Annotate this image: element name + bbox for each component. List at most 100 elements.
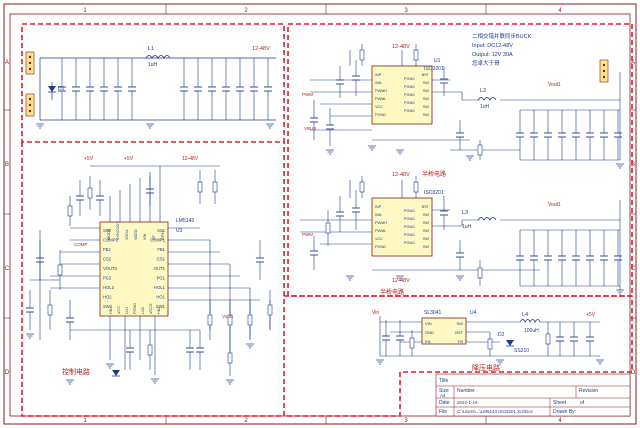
buck-b-cap-6[interactable]	[600, 230, 608, 286]
gate-cap-6[interactable]	[336, 196, 344, 232]
stepdown-cap-3[interactable]	[570, 322, 578, 356]
control-resistor-11[interactable]	[147, 330, 153, 370]
buck-b-cap-3[interactable]	[558, 230, 566, 286]
control-circuit-label: 控制电路	[62, 367, 90, 376]
control-resistor-7[interactable]	[227, 300, 233, 340]
gate-cap-10[interactable]	[456, 240, 464, 270]
stepdown-cap-0[interactable]	[382, 320, 390, 356]
stepdown-resistor-0[interactable]	[409, 330, 415, 356]
gate-cap-2[interactable]	[310, 100, 318, 140]
control-cap-4[interactable]	[26, 290, 34, 330]
buck-b-cap-7[interactable]	[614, 230, 622, 286]
gate-resistor-4[interactable]	[477, 140, 483, 160]
control-cap-8[interactable]	[196, 330, 204, 370]
u1-mid-pin-4: PGND	[404, 109, 415, 113]
control-cap-1[interactable]	[96, 180, 104, 216]
control-resistor-4[interactable]	[57, 250, 63, 290]
gate-cap-1[interactable]	[352, 60, 360, 96]
gate-resistor-1[interactable]	[413, 44, 419, 66]
buck-a-cap-1[interactable]	[530, 110, 538, 160]
control-cap-7[interactable]	[186, 330, 194, 370]
diode-d3[interactable]	[112, 370, 120, 377]
input-connector-2[interactable]	[25, 93, 35, 117]
control-resistor-9[interactable]	[267, 290, 273, 330]
diode-d2[interactable]: D2 SS210	[498, 332, 529, 354]
inductor-l3[interactable]: L3 1uH	[462, 210, 497, 230]
filter-cap-1[interactable]	[72, 58, 80, 120]
col-label-4-bottom: 4	[558, 418, 562, 424]
buck-b-cap-5[interactable]	[586, 230, 594, 286]
filter-cap-11[interactable]	[250, 58, 258, 120]
controller-u3[interactable]: LM5143 U3	[99, 218, 194, 317]
stepdown-cap-2[interactable]	[556, 322, 564, 356]
half-bridge-u2[interactable]: ISO3201	[371, 190, 444, 257]
output-connector[interactable]	[599, 59, 609, 83]
buck-a-cap-0[interactable]	[516, 110, 524, 160]
filter-cap-7[interactable]	[194, 58, 202, 120]
filter-cap-5[interactable]	[128, 58, 136, 120]
u2-mid-pin-1: PGND	[404, 217, 415, 221]
buck-a-cap-6[interactable]	[600, 110, 608, 160]
control-cap-5[interactable]	[66, 300, 74, 340]
stepdown-cap-1[interactable]	[396, 320, 404, 356]
control-resistor-2[interactable]	[197, 170, 203, 204]
ground-symbol-8	[368, 145, 376, 151]
control-resistor-6[interactable]	[207, 300, 213, 340]
control-resistor-3[interactable]	[212, 170, 218, 204]
control-cap-2[interactable]	[146, 176, 154, 206]
filter-cap-0[interactable]	[58, 58, 66, 120]
gate-cap-3[interactable]	[326, 108, 334, 146]
gate-cap-4[interactable]	[440, 66, 448, 96]
control-resistor-0[interactable]	[67, 196, 73, 226]
buck-wiring	[300, 50, 621, 290]
buck-b-cap-2[interactable]	[544, 230, 552, 286]
filter-cap-6[interactable]	[180, 58, 188, 120]
filter-cap-10[interactable]	[236, 58, 244, 120]
filter-cap-2[interactable]	[86, 58, 94, 120]
stepdown-resistor-1[interactable]	[487, 332, 493, 356]
gate-cap-7[interactable]	[352, 190, 360, 230]
inductor-l4[interactable]: L4 100uH	[519, 312, 541, 334]
control-resistor-1[interactable]	[87, 176, 93, 210]
buck-a-cap-7[interactable]	[614, 110, 622, 160]
stepdown-resistor-2[interactable]	[545, 322, 551, 356]
control-resistor-8[interactable]	[247, 300, 253, 340]
buck-a-cap-5[interactable]	[586, 110, 594, 160]
buck-b-cap-4[interactable]	[572, 230, 580, 286]
buck-b-cap-1[interactable]	[530, 230, 538, 286]
gate-resistor-2[interactable]	[359, 176, 365, 198]
filter-cap-3[interactable]	[100, 58, 108, 120]
regulator-u4[interactable]: U4 SL3041	[421, 310, 477, 345]
inductor-l2[interactable]: L2 1uH	[477, 88, 497, 110]
filter-cap-8[interactable]	[208, 58, 216, 120]
control-resistor-5[interactable]	[47, 290, 53, 330]
control-resistor-10[interactable]	[227, 340, 233, 376]
ground-symbol-5	[226, 379, 234, 385]
input-connector-1[interactable]	[25, 51, 35, 75]
gate-resistor-6[interactable]	[325, 210, 331, 246]
gate-resistor-0[interactable]	[359, 44, 365, 66]
control-cap-3[interactable]	[36, 240, 44, 280]
u1-mid-pin-2: PGND	[404, 93, 415, 97]
buck-b-cap-0[interactable]	[516, 230, 524, 286]
control-cap-9[interactable]	[126, 330, 134, 370]
buck-a-cap-2[interactable]	[544, 110, 552, 160]
gate-cap-9[interactable]	[440, 196, 448, 230]
row-label-b: B	[5, 162, 9, 168]
half-bridge-u1[interactable]: U1 ISO3201	[371, 58, 444, 125]
gate-cap-8[interactable]	[310, 236, 318, 270]
diode-d1[interactable]: D1	[48, 82, 65, 100]
control-cap-0[interactable]	[76, 180, 84, 216]
buck-a-cap-3[interactable]	[558, 110, 566, 160]
filter-cap-4[interactable]	[114, 58, 122, 120]
buck-a-cap-4[interactable]	[572, 110, 580, 160]
gate-resistor-3[interactable]	[413, 176, 419, 198]
stepdown-cap-4[interactable]	[586, 322, 594, 356]
filter-cap-9[interactable]	[222, 58, 230, 120]
control-cap-6[interactable]	[256, 240, 264, 280]
gate-resistor-5[interactable]	[477, 260, 483, 286]
inductor-l1[interactable]: L1 1uH	[145, 46, 171, 68]
gate-cap-0[interactable]	[336, 66, 344, 98]
gate-cap-5[interactable]	[456, 120, 464, 150]
filter-cap-12[interactable]	[264, 58, 272, 120]
